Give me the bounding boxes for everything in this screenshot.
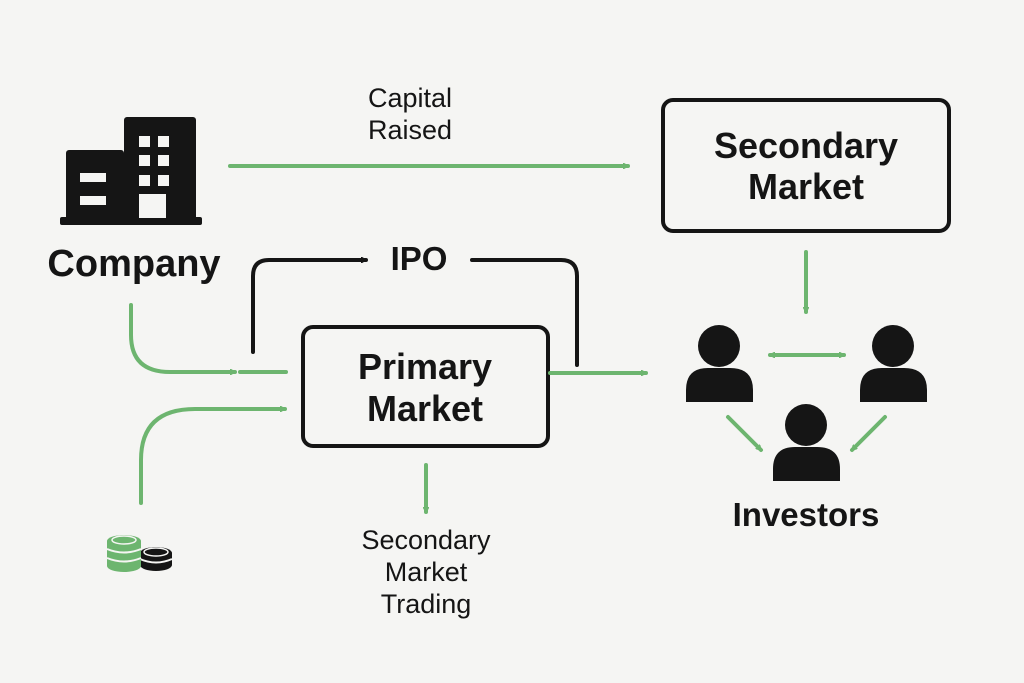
office-building-icon (60, 117, 202, 225)
primary-market-label-line2: Market (367, 388, 483, 429)
secondary-trading-label-line1: Secondary (361, 525, 491, 555)
person-icon (686, 325, 753, 402)
investor-right-to-center-arrow (850, 415, 887, 452)
company-label: Company (47, 243, 220, 285)
secondary-market-box (661, 98, 951, 233)
secondary-market-label-line1: Secondary (714, 125, 898, 166)
person-icon (860, 325, 927, 402)
secondary-market-label-line2: Market (748, 166, 864, 207)
ipo-label: IPO (391, 240, 448, 277)
primary-market-label-line1: Primary (358, 346, 492, 387)
coin-stack-icon (106, 535, 173, 572)
person-icon (773, 404, 840, 481)
secondary-trading-label-line2: Market (385, 557, 468, 587)
ipo-left-arrow (251, 260, 368, 354)
capital-raised-label-line2: Raised (368, 115, 452, 145)
capital-raised-label-line1: Capital (368, 83, 452, 113)
investors-label: Investors (733, 496, 880, 533)
secondary-trading-label-line3: Trading (381, 589, 472, 619)
coins-to-primary-arrow (139, 409, 287, 505)
company-to-primary-arrow (129, 303, 237, 372)
primary-market-box (301, 325, 550, 448)
ipo-right-bracket (470, 258, 579, 367)
investor-left-to-center-arrow (726, 415, 763, 452)
